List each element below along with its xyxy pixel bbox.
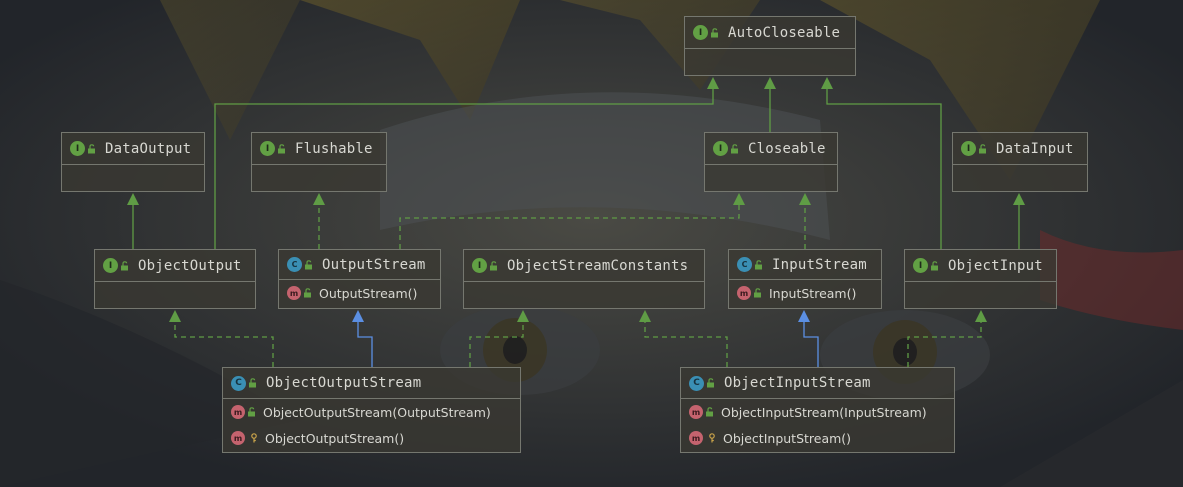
abstract-class-icon: C xyxy=(287,257,302,272)
member-text: ObjectOutputStream(OutputStream) xyxy=(263,404,491,420)
interface-icon: I xyxy=(713,141,728,156)
lock-open-icon xyxy=(931,260,938,270)
interface-icon: I xyxy=(70,141,85,156)
member-row[interactable]: m ObjectOutputStream(OutputStream) xyxy=(223,399,520,425)
method-icon: m xyxy=(737,286,751,300)
lock-open-icon xyxy=(711,27,718,37)
lock-open-icon xyxy=(706,407,713,417)
node-objectoutputstream[interactable]: C ObjectOutputStream m ObjectOutputStrea… xyxy=(222,367,521,453)
node-title: Closeable xyxy=(748,140,826,157)
lock-open-icon xyxy=(707,378,714,388)
node-header: I ObjectStreamConstants xyxy=(464,250,704,282)
lock-open-icon xyxy=(121,260,128,270)
node-header: I AutoCloseable xyxy=(685,17,855,49)
interface-icon: I xyxy=(103,258,118,273)
lock-open-icon xyxy=(490,260,497,270)
lock-open-icon xyxy=(754,288,761,298)
lock-open-icon xyxy=(248,407,255,417)
node-title: DataOutput xyxy=(105,140,192,157)
node-header: C InputStream xyxy=(729,250,881,280)
node-header: C ObjectInputStream xyxy=(681,368,954,399)
lock-open-icon xyxy=(249,378,256,388)
node-header: I ObjectOutput xyxy=(95,250,255,282)
node-title: AutoCloseable xyxy=(728,24,841,41)
node-objectstreamconstants[interactable]: I ObjectStreamConstants xyxy=(463,249,705,309)
key-icon xyxy=(709,433,715,443)
interface-icon: I xyxy=(913,258,928,273)
lock-open-icon xyxy=(88,143,95,153)
key-icon xyxy=(251,433,257,443)
node-datainput[interactable]: I DataInput xyxy=(952,132,1088,192)
node-title: ObjectOutput xyxy=(138,257,242,274)
lock-open-icon xyxy=(979,143,986,153)
lock-open-icon xyxy=(304,288,311,298)
lock-open-icon xyxy=(278,143,285,153)
method-icon: m xyxy=(689,405,703,419)
node-title: ObjectStreamConstants xyxy=(507,257,689,274)
node-header: I ObjectInput xyxy=(905,250,1056,282)
node-header: I DataInput xyxy=(953,133,1087,165)
interface-icon: I xyxy=(961,141,976,156)
node-header: I Flushable xyxy=(252,133,386,165)
node-title: DataInput xyxy=(996,140,1074,157)
interface-icon: I xyxy=(260,141,275,156)
node-objectinput[interactable]: I ObjectInput xyxy=(904,249,1057,309)
node-header: C OutputStream xyxy=(279,250,440,280)
node-title: OutputStream xyxy=(322,256,426,273)
member-text: OutputStream() xyxy=(319,285,418,301)
node-header: I Closeable xyxy=(705,133,837,165)
member-row[interactable]: m ObjectOutputStream() xyxy=(223,425,520,451)
node-outputstream[interactable]: C OutputStream m OutputStream() xyxy=(278,249,441,309)
node-title: Flushable xyxy=(295,140,373,157)
member-row[interactable]: m InputStream() xyxy=(729,280,881,306)
node-title: ObjectInput xyxy=(948,257,1043,274)
node-dataoutput[interactable]: I DataOutput xyxy=(61,132,205,192)
class-icon: C xyxy=(231,375,246,391)
member-row[interactable]: m ObjectInputStream() xyxy=(681,425,954,451)
node-flushable[interactable]: I Flushable xyxy=(251,132,387,192)
lock-open-icon xyxy=(755,259,762,269)
interface-icon: I xyxy=(472,258,487,273)
node-title: ObjectOutputStream xyxy=(266,375,422,391)
method-icon: m xyxy=(689,431,703,445)
interface-icon: I xyxy=(693,25,708,40)
member-row[interactable]: m ObjectInputStream(InputStream) xyxy=(681,399,954,425)
member-row[interactable]: m OutputStream() xyxy=(279,280,440,306)
node-closeable[interactable]: I Closeable xyxy=(704,132,838,192)
lock-open-icon xyxy=(731,143,738,153)
method-icon: m xyxy=(287,286,301,300)
abstract-class-icon: C xyxy=(737,257,752,272)
member-text: ObjectOutputStream() xyxy=(265,430,405,446)
node-header: C ObjectOutputStream xyxy=(223,368,520,399)
class-icon: C xyxy=(689,375,704,391)
node-objectinputstream[interactable]: C ObjectInputStream m ObjectInputStream(… xyxy=(680,367,955,453)
node-objectoutput[interactable]: I ObjectOutput xyxy=(94,249,256,309)
node-title: ObjectInputStream xyxy=(724,375,871,391)
node-autocloseable[interactable]: I AutoCloseable xyxy=(684,16,856,76)
node-title: InputStream xyxy=(772,256,867,273)
lock-open-icon xyxy=(305,259,312,269)
node-header: I DataOutput xyxy=(62,133,204,165)
method-icon: m xyxy=(231,405,245,419)
member-text: InputStream() xyxy=(769,285,857,301)
node-inputstream[interactable]: C InputStream m InputStream() xyxy=(728,249,882,309)
member-text: ObjectInputStream() xyxy=(723,430,852,446)
member-text: ObjectInputStream(InputStream) xyxy=(721,404,927,420)
method-icon: m xyxy=(231,431,245,445)
